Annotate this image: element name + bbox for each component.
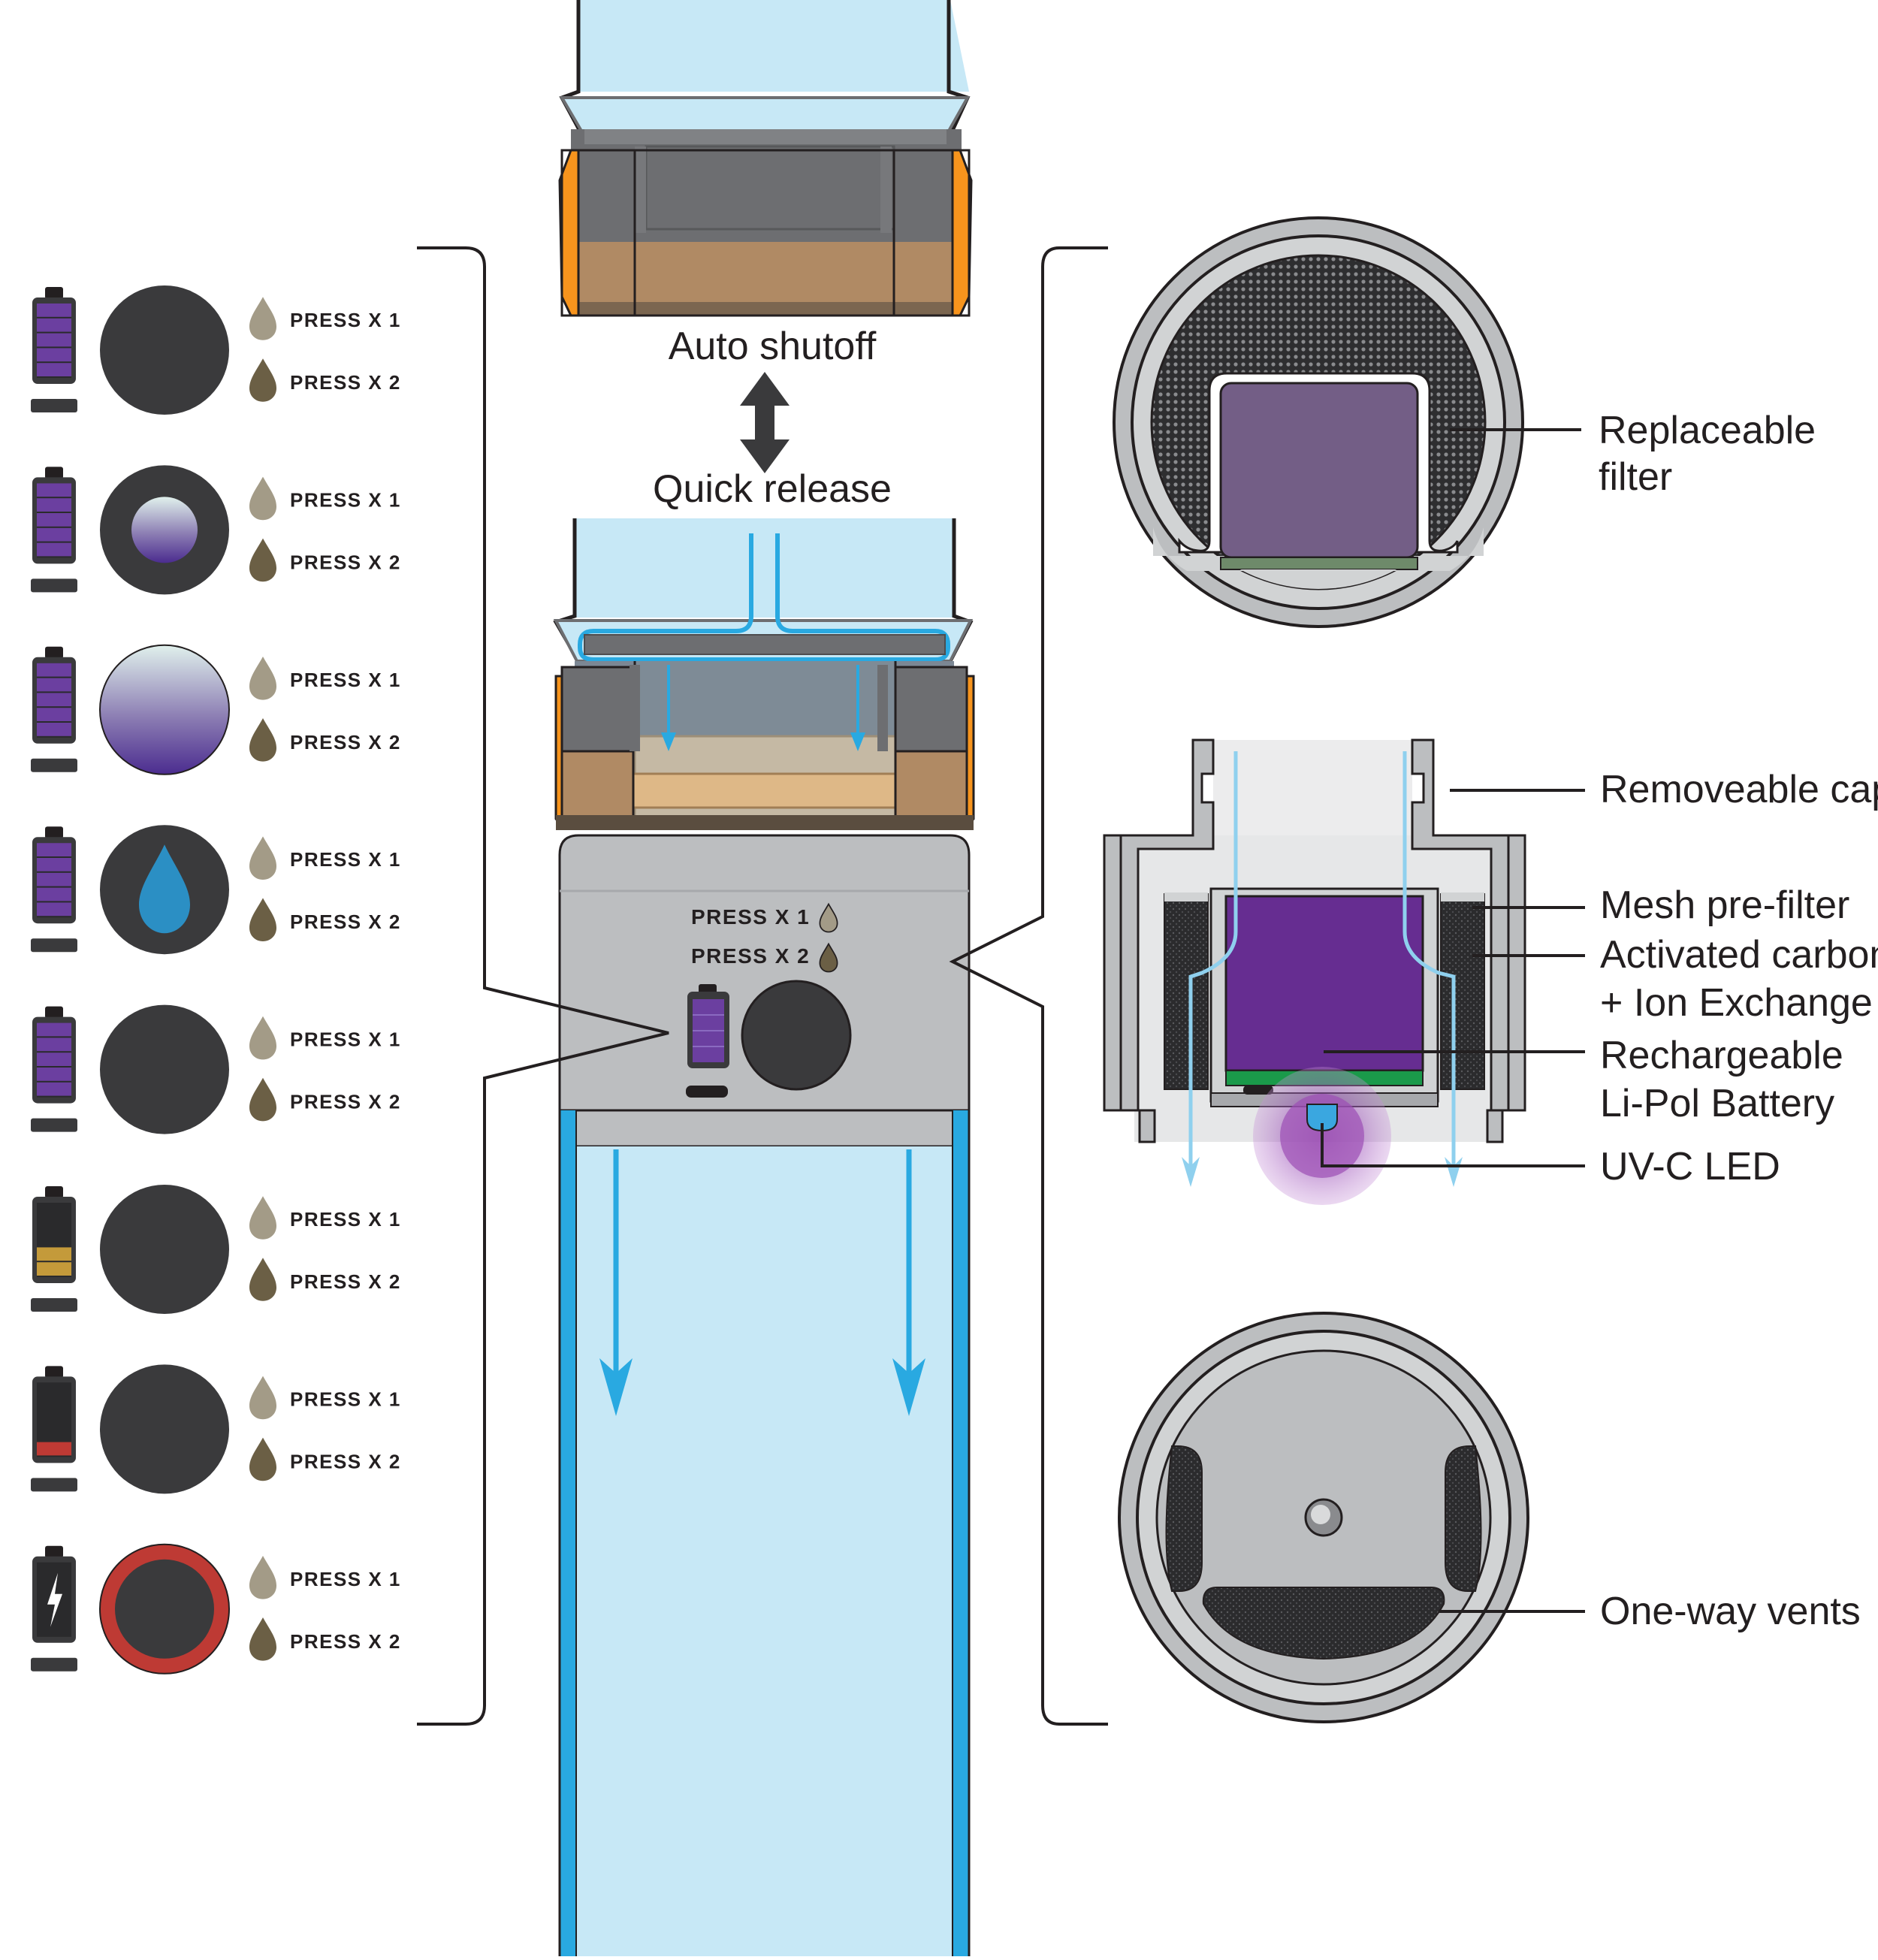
replaceable-filter-label-2: filter bbox=[1599, 455, 1672, 499]
right-bracket bbox=[949, 246, 1108, 1726]
status-row: PRESS X 1 PRESS X 2 bbox=[31, 1543, 401, 1675]
status-battery-icon bbox=[31, 467, 77, 593]
status-indicator-icon bbox=[100, 1364, 229, 1494]
cap-cross-section bbox=[1103, 738, 1585, 1205]
status-indicator-icon bbox=[100, 1004, 229, 1134]
status-indicator-icon bbox=[100, 465, 229, 595]
status-indicator-icon bbox=[100, 285, 229, 415]
unit-press-x1: PRESS X 1 bbox=[691, 905, 810, 929]
lightning-icon bbox=[47, 1572, 62, 1627]
press-x1-label: PRESS X 1 bbox=[290, 488, 401, 511]
light-drop-icon bbox=[249, 1196, 276, 1240]
press-x1-label: PRESS X 1 bbox=[290, 1028, 401, 1051]
left-bracket bbox=[417, 246, 669, 1726]
replaceable-filter-label-1: Replaceable bbox=[1599, 409, 1816, 452]
dark-drop-icon bbox=[249, 1437, 276, 1481]
water-drop-icon bbox=[139, 844, 190, 934]
status-indicator-icon bbox=[99, 1543, 230, 1675]
dark-drop-icon bbox=[249, 1077, 276, 1122]
dark-drop-icon bbox=[249, 358, 276, 402]
status-battery-icon bbox=[31, 1545, 77, 1672]
quick-release-arrow-icon bbox=[740, 372, 790, 473]
bottle-top-assembly bbox=[558, 0, 973, 317]
press-x1-label: PRESS X 1 bbox=[290, 1568, 401, 1590]
light-drop-icon bbox=[249, 297, 276, 340]
dark-drop-icon bbox=[249, 538, 276, 582]
filter-top-view bbox=[1113, 216, 1581, 628]
uvc-led-label: UV-C LED bbox=[1600, 1145, 1780, 1188]
light-drop-icon bbox=[249, 657, 276, 700]
dark-drop-icon bbox=[249, 1258, 276, 1301]
bottom-view bbox=[1118, 1312, 1585, 1723]
activated-carbon-label-1: Activated carbon bbox=[1600, 933, 1878, 977]
press-x2-label: PRESS X 2 bbox=[290, 1630, 401, 1653]
press-x1-label: PRESS X 1 bbox=[290, 309, 401, 331]
unit-battery-icon bbox=[686, 984, 729, 1098]
status-row: PRESS X 1 PRESS X 2 bbox=[31, 285, 401, 415]
auto-shutoff-label: Auto shutoff bbox=[669, 325, 877, 368]
press-x1-label: PRESS X 1 bbox=[290, 848, 401, 871]
status-battery-icon bbox=[31, 287, 77, 412]
press-x2-label: PRESS X 2 bbox=[290, 911, 401, 933]
status-battery-icon bbox=[31, 1006, 77, 1132]
status-row: PRESS X 1 PRESS X 2 bbox=[31, 644, 401, 775]
status-row: PRESS X 1 PRESS X 2 bbox=[31, 1185, 401, 1314]
status-battery-icon bbox=[31, 646, 77, 772]
quick-release-label: Quick release bbox=[653, 467, 892, 511]
dark-drop-icon bbox=[249, 718, 276, 762]
press-x2-label: PRESS X 2 bbox=[290, 371, 401, 394]
press-x2-label: PRESS X 2 bbox=[290, 1450, 401, 1472]
dark-drop-icon bbox=[249, 1617, 276, 1661]
press-x2-label: PRESS X 2 bbox=[290, 551, 401, 573]
mesh-prefilter-label: Mesh pre-filter bbox=[1600, 883, 1849, 927]
press-x1-label: PRESS X 1 bbox=[290, 1388, 401, 1410]
status-indicator-icon bbox=[99, 644, 230, 775]
light-drop-icon bbox=[249, 1556, 276, 1599]
light-drop-icon bbox=[249, 1376, 276, 1420]
status-indicator-icon bbox=[100, 1185, 229, 1314]
one-way-vents-label: One-way vents bbox=[1600, 1590, 1861, 1633]
status-row: PRESS X 1 PRESS X 2 bbox=[31, 1364, 401, 1494]
bottle-mid-assembly bbox=[553, 518, 975, 830]
press-x2-label: PRESS X 2 bbox=[290, 1270, 401, 1293]
light-drop-icon bbox=[249, 1016, 276, 1060]
bottle-lower-chamber bbox=[558, 1109, 971, 1956]
activated-carbon-label-2: + Ion Exchange bbox=[1600, 981, 1873, 1025]
status-indicator-icon bbox=[100, 825, 229, 955]
status-battery-icon bbox=[31, 826, 77, 953]
status-row: PRESS X 1 PRESS X 2 bbox=[31, 1004, 401, 1134]
press-x1-label: PRESS X 1 bbox=[290, 669, 401, 691]
status-battery-icon bbox=[31, 1366, 77, 1492]
status-row: PRESS X 1 PRESS X 2 bbox=[31, 825, 401, 955]
status-battery-icon bbox=[31, 1186, 77, 1312]
light-drop-icon bbox=[249, 476, 276, 521]
light-drop-icon bbox=[249, 836, 276, 880]
press-x2-label: PRESS X 2 bbox=[290, 731, 401, 753]
status-row: PRESS X 1 PRESS X 2 bbox=[31, 465, 401, 595]
battery-label-2: Li-Pol Battery bbox=[1600, 1082, 1834, 1125]
press-x1-label: PRESS X 1 bbox=[290, 1208, 401, 1231]
dark-drop-icon bbox=[249, 898, 276, 941]
removeable-cap-label: Removeable cap bbox=[1600, 768, 1878, 811]
press-x2-label: PRESS X 2 bbox=[290, 1091, 401, 1113]
battery-label-1: Rechargeable bbox=[1600, 1034, 1843, 1077]
bottle-control-unit: PRESS X 1 PRESS X 2 bbox=[558, 834, 971, 1112]
unit-indicator-button[interactable] bbox=[741, 980, 852, 1091]
unit-press-x2: PRESS X 2 bbox=[691, 944, 810, 968]
